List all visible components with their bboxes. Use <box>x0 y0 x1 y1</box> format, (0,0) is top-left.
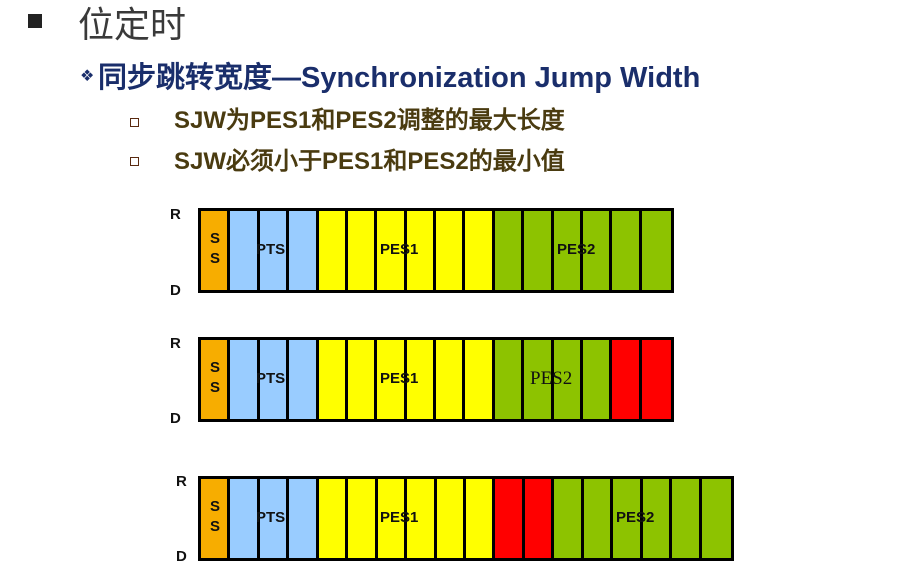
segment-yellow <box>407 479 437 558</box>
d-label: D <box>170 410 181 427</box>
segment-blue <box>259 479 290 558</box>
segment-orange <box>201 211 231 290</box>
segment-yellow <box>347 211 378 290</box>
segment-blue <box>230 479 260 558</box>
segment-blue <box>259 340 290 419</box>
segment-green <box>524 340 554 419</box>
segment-blue <box>289 340 319 419</box>
d-label: D <box>176 548 187 565</box>
segment-orange <box>201 479 231 558</box>
segment-green <box>612 211 642 290</box>
pes1-label: PES1 <box>380 509 419 526</box>
segment-green <box>553 340 583 419</box>
segment-green <box>613 479 643 558</box>
segment-green <box>554 479 584 558</box>
segment-yellow <box>377 479 408 558</box>
segment-yellow <box>436 211 466 290</box>
segment-green <box>582 211 613 290</box>
r-label: R <box>170 206 181 223</box>
segment-orange <box>201 340 231 419</box>
pes2-label: PES2 <box>616 509 655 526</box>
segment-yellow <box>318 340 348 419</box>
segment-green <box>494 211 525 290</box>
bit-timing-bar <box>198 337 674 422</box>
square-bullet-icon <box>130 157 139 166</box>
r-label: R <box>170 335 181 352</box>
pes2-label: PES2 <box>530 368 573 389</box>
segment-yellow <box>465 211 495 290</box>
segment-blue <box>289 211 319 290</box>
segment-green <box>553 211 583 290</box>
bit-timing-bar <box>198 208 674 293</box>
segment-green <box>583 479 614 558</box>
segment-yellow <box>465 340 495 419</box>
segment-green <box>641 211 671 290</box>
segment-green <box>672 479 702 558</box>
diamond-bullet-icon: ❖ <box>80 66 95 85</box>
pts-label: PTS <box>256 370 286 387</box>
pts-label: PTS <box>256 241 286 258</box>
bit-timing-bar <box>198 476 734 561</box>
segment-green <box>582 340 613 419</box>
segment-green <box>642 479 673 558</box>
segment-green <box>494 340 525 419</box>
segment-yellow <box>377 340 407 419</box>
title-bullet <box>28 14 42 28</box>
segment-green <box>701 479 731 558</box>
segment-blue <box>289 479 319 558</box>
segment-green <box>524 211 554 290</box>
segment-yellow <box>348 479 378 558</box>
segment-yellow <box>406 211 436 290</box>
pts-label: PTS <box>256 509 286 526</box>
slide-title: 位定时 <box>78 5 187 46</box>
segment-red <box>495 479 525 558</box>
segment-yellow <box>436 340 466 419</box>
segment-blue <box>259 211 290 290</box>
segment-blue <box>230 340 260 419</box>
pes1-label: PES1 <box>380 241 419 258</box>
segment-yellow <box>377 211 407 290</box>
segment-yellow <box>406 340 436 419</box>
pes1-label: PES1 <box>380 370 419 387</box>
segment-blue <box>230 211 260 290</box>
r-label: R <box>176 473 187 490</box>
segment-yellow <box>318 211 348 290</box>
bullet-2: SJW必须小于PES1和PES2的最小值 <box>174 148 565 175</box>
segment-red <box>524 479 555 558</box>
pes2-label: PES2 <box>557 241 596 258</box>
segment-yellow <box>436 479 466 558</box>
bullet-1: SJW为PES1和PES2调整的最大长度 <box>174 107 565 134</box>
segment-yellow <box>318 479 349 558</box>
segment-yellow <box>347 340 378 419</box>
segment-yellow <box>466 479 496 558</box>
square-bullet-icon <box>130 118 139 127</box>
d-label: D <box>170 282 181 299</box>
segment-red <box>641 340 671 419</box>
segment-red <box>612 340 642 419</box>
slide-subtitle: 同步跳转宽度—Synchronization Jump Width <box>98 62 701 94</box>
